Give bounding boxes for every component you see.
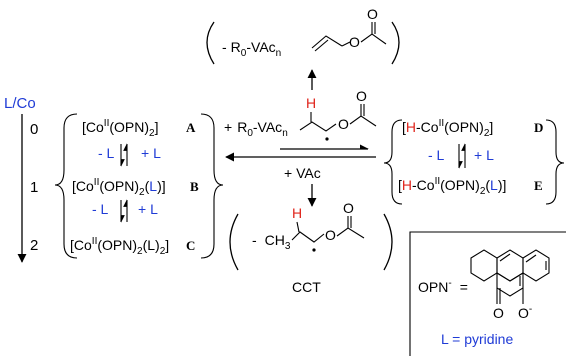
cct-paren-left bbox=[229, 213, 239, 271]
species-a-label: A bbox=[186, 120, 196, 135]
species-d: [H-CoII(OPN)2] bbox=[402, 118, 493, 139]
right-brace-open bbox=[383, 119, 403, 205]
left-brace-open bbox=[54, 113, 78, 259]
cct-ch-bond bbox=[296, 221, 300, 233]
ester-o: O bbox=[349, 34, 360, 50]
cct-product: -CH3 H O O CCT bbox=[229, 200, 393, 295]
propagating-radical: +R0-VAcn H O O bbox=[224, 88, 377, 141]
ring-right bbox=[522, 249, 550, 282]
opn-legend-box: OPN-= O O- L = pyridine bbox=[409, 231, 566, 356]
species-c-label: C bbox=[186, 238, 195, 253]
cct-ester-o: O bbox=[325, 227, 336, 243]
vinyl-terminated-product: -R0-VAcn O O bbox=[206, 6, 400, 65]
eq-de-plus-l: + L bbox=[474, 147, 494, 163]
db-2 bbox=[525, 254, 537, 263]
phenalenone-structure bbox=[470, 249, 550, 304]
legend-l-definition: L = pyridine bbox=[441, 331, 513, 347]
ester-o-bond-left bbox=[341, 41, 351, 47]
axis-tick-1: 1 bbox=[30, 179, 38, 196]
legend-opn: OPN-= bbox=[418, 278, 468, 295]
eq-ab-plus-l: + L bbox=[141, 145, 161, 161]
db-1 bbox=[499, 253, 511, 262]
eq-ab-minus-l: - L bbox=[98, 145, 115, 161]
cct-carbonyl-o: O bbox=[343, 200, 354, 216]
species-b: [CoII(OPN)2(L)] bbox=[72, 177, 166, 198]
ring-left bbox=[470, 249, 498, 282]
ligand-ratio-axis: L/Co 0 1 2 bbox=[4, 95, 38, 263]
species-e-label: E bbox=[534, 178, 543, 193]
radical-carbonyl-o: O bbox=[356, 88, 367, 104]
radical-beta-h: H bbox=[306, 95, 316, 111]
species-b-label: B bbox=[190, 179, 199, 194]
cct-radical-dot bbox=[312, 248, 316, 252]
vinyl-double-bond bbox=[314, 39, 329, 52]
cct-chain bbox=[291, 231, 325, 243]
carbonyl-o: O bbox=[367, 6, 378, 22]
cct-text: -CH3 bbox=[252, 232, 291, 252]
plus-vac-label: + VAc bbox=[284, 165, 321, 181]
top-product-text: -R0-VAcn bbox=[222, 39, 281, 59]
acetyl-chain bbox=[360, 33, 387, 45]
species-d-label: D bbox=[534, 120, 543, 135]
species-e: [H-CoII(OPN)2(L)] bbox=[398, 176, 506, 197]
top-paren-left bbox=[206, 21, 215, 65]
radical-chain bbox=[299, 121, 337, 132]
axis-tick-2: 2 bbox=[30, 237, 38, 254]
left-brace-close bbox=[200, 113, 224, 259]
axis-tick-0: 0 bbox=[30, 121, 38, 138]
cct-label: CCT bbox=[292, 279, 321, 295]
cct-h: H bbox=[292, 205, 302, 221]
vinyl-bond bbox=[311, 35, 343, 49]
cct-paren-right bbox=[383, 213, 393, 271]
eq-bc-plus-l: + L bbox=[138, 201, 158, 217]
cct-acetyl bbox=[336, 227, 365, 239]
radical-dot bbox=[325, 137, 329, 141]
right-brace-close bbox=[545, 119, 565, 205]
species-a: [CoII(OPN)2] bbox=[82, 118, 158, 139]
top-paren-right bbox=[391, 21, 400, 65]
legend-border bbox=[409, 231, 566, 356]
legend-phenoxide-o: O- bbox=[518, 304, 532, 321]
eq-bc-minus-l: - L bbox=[92, 201, 109, 217]
radical-ester-o: O bbox=[338, 116, 349, 132]
eq-de-minus-l: - L bbox=[428, 147, 445, 163]
axis-label: L/Co bbox=[4, 95, 36, 112]
species-c: [CoII(OPN)2(L)2] bbox=[70, 236, 169, 257]
radical-acetyl bbox=[349, 115, 377, 127]
ring-bottom bbox=[496, 272, 524, 297]
legend-ketone-o: O bbox=[493, 305, 504, 321]
radical-text: +R0-VAcn bbox=[224, 119, 288, 139]
